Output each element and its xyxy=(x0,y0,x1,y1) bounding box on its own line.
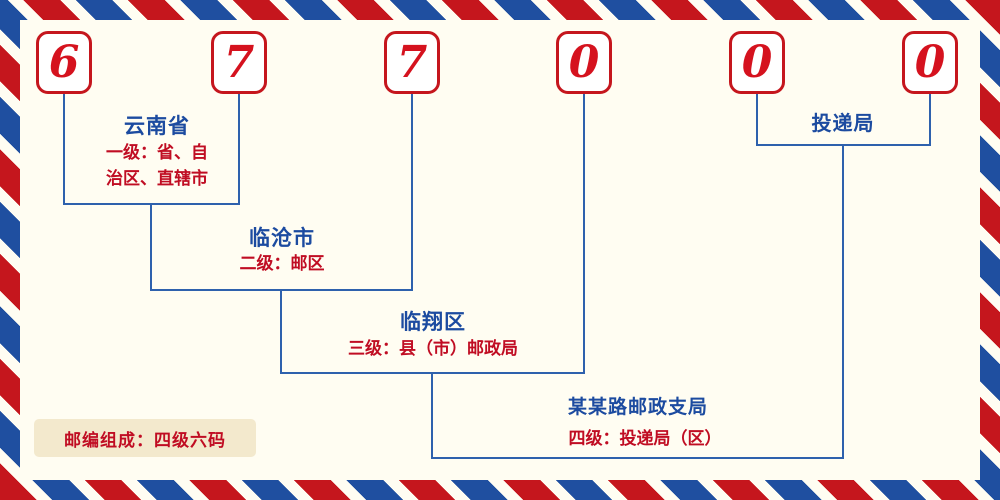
connector-line xyxy=(63,94,65,205)
connector-line xyxy=(929,94,931,146)
province-desc: 一级：省、自治区、直辖市 xyxy=(106,143,208,190)
digit-box: 6 xyxy=(36,31,92,94)
city-name: 临沧市 xyxy=(249,226,315,250)
postal-digit: 0 xyxy=(741,36,773,88)
postal-digit: 6 xyxy=(48,36,80,88)
connector-line xyxy=(150,203,152,291)
composition-badge: 邮编组成：四级六码 xyxy=(34,419,256,457)
envelope-field xyxy=(20,20,980,480)
postal-digit: 0 xyxy=(914,36,946,88)
connector-line xyxy=(411,94,413,291)
digit-box: 0 xyxy=(902,31,958,94)
branch-name: 某某路邮政支局 xyxy=(567,396,708,418)
composition-text: 邮编组成：四级六码 xyxy=(64,430,226,451)
postal-digit: 0 xyxy=(568,36,600,88)
connector-line xyxy=(280,289,282,374)
connector-line xyxy=(756,144,931,146)
digit-box: 7 xyxy=(384,31,440,94)
connector-line xyxy=(756,94,758,146)
digit-box: 0 xyxy=(729,31,785,94)
province-name: 云南省 xyxy=(124,114,190,138)
branch-desc: 四级：投递局（区） xyxy=(568,429,722,449)
connector-line xyxy=(583,94,585,374)
district-name: 临翔区 xyxy=(400,310,466,334)
connector-line xyxy=(431,372,433,459)
delivery-office-name: 投递局 xyxy=(811,111,875,135)
postal-digit: 7 xyxy=(396,36,428,88)
connector-line xyxy=(842,144,844,459)
connector-line xyxy=(431,457,844,459)
connector-line xyxy=(238,94,240,205)
digit-box: 0 xyxy=(556,31,612,94)
digit-box: 7 xyxy=(211,31,267,94)
city-desc: 二级：邮区 xyxy=(239,254,325,274)
postal-digit: 7 xyxy=(223,36,255,88)
district-desc: 三级：县（市）邮政局 xyxy=(348,339,518,359)
